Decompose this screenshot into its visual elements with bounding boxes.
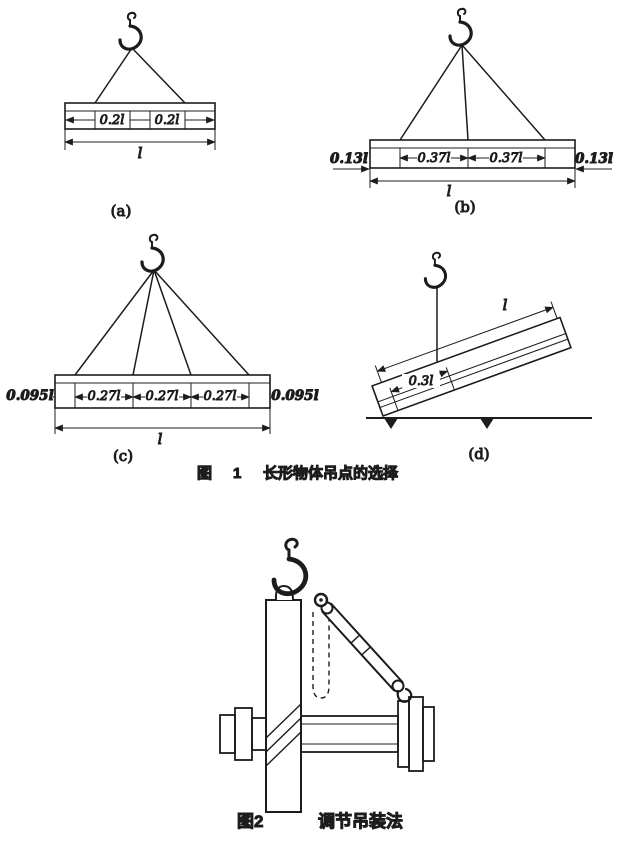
dim-label: 0.095l — [271, 388, 318, 404]
dimension-lines — [64, 111, 216, 150]
crane-hook-icon — [423, 251, 448, 289]
small-hook-icon — [396, 687, 413, 703]
dim-label: 0.27l — [87, 389, 120, 404]
crane-hook-icon — [140, 233, 165, 273]
beam — [64, 102, 216, 130]
diagram-d: l 0.3l (d) — [366, 251, 592, 464]
dim-label: 0.13l — [575, 151, 613, 167]
subfigure-label-d: (d) — [468, 445, 489, 463]
dim-label: 0.37l — [417, 151, 450, 166]
vertical-column — [265, 599, 302, 813]
beam — [54, 374, 271, 409]
figure2-caption-title: 调节吊装法 — [318, 811, 403, 831]
figure1-caption-title: 长形物体吊点的选择 — [263, 464, 399, 482]
diagram-a: 0.2l 0.2l l (a) — [64, 11, 216, 221]
crane-hook-icon — [448, 7, 473, 47]
subfigure-label-a: (a) — [111, 202, 132, 220]
sling-lines — [74, 269, 250, 376]
subfigure-label-c: (c) — [113, 447, 133, 465]
column-hatching — [265, 703, 302, 767]
dim-label: 0.37l — [489, 151, 522, 166]
total-length-label: l — [447, 182, 452, 200]
horizontal-shaft — [219, 696, 435, 772]
phantom-adjuster-outline — [312, 612, 330, 699]
dim-label: 0.3l — [409, 374, 434, 389]
diagram-figure2 — [219, 539, 435, 813]
total-length-label: l — [158, 430, 163, 448]
figure1-caption: 图 1 长形物体吊点的选择 — [197, 464, 400, 483]
sling-lines — [94, 47, 186, 104]
dim-label: 0.2l — [100, 113, 125, 128]
dim-label: 0.2l — [155, 113, 180, 128]
diagram-c: 0.27l 0.27l 0.27l 0.095l 0.095l l (c) — [6, 233, 319, 466]
figure2-caption-prefix: 图2 — [237, 812, 263, 831]
tilted-beam — [371, 301, 572, 418]
support-triangle — [480, 418, 494, 429]
dim-label: 0.13l — [330, 151, 368, 167]
beam — [369, 139, 576, 169]
figure2-caption: 图2 调节吊装法 — [237, 811, 404, 832]
figure1-caption-number: 1 — [233, 465, 241, 482]
sling-lines — [399, 44, 546, 141]
dim-label: 0.095l — [6, 388, 53, 404]
eye-ring-pin — [319, 598, 323, 602]
total-length-label: l — [138, 144, 143, 162]
ground — [366, 417, 592, 429]
crane-hook-icon — [118, 11, 143, 51]
turnbuckle-adjuster — [320, 601, 413, 703]
length-label: l — [503, 296, 508, 314]
diagram-b: 0.37l 0.37l 0.13l 0.13l l (b) — [329, 7, 614, 217]
dim-label: 0.27l — [145, 389, 178, 404]
subfigure-label-b: (b) — [454, 198, 475, 216]
crane-hook-icon — [274, 539, 306, 593]
dimension-lines — [10, 383, 316, 434]
figure1-caption-prefix: 图 — [197, 465, 212, 482]
support-triangle — [384, 418, 398, 429]
dim-label: 0.27l — [203, 389, 236, 404]
